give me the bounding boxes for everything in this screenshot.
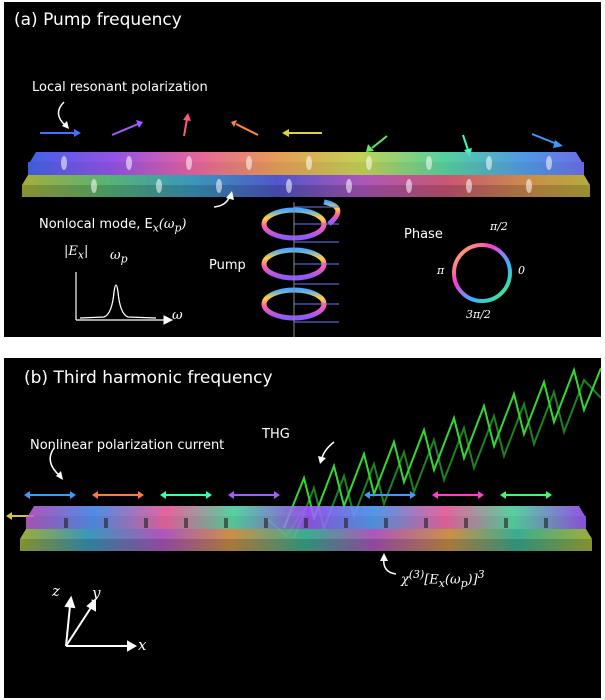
pump-field-arrows: [293, 202, 339, 337]
panel-pump-frequency: (a) Pump frequency Local resonant polari…: [4, 2, 601, 337]
phase-color-wheel: [452, 243, 512, 303]
pointer-arrow-current: [49, 447, 61, 477]
phase-label: Phase: [404, 227, 443, 242]
axis-z-label: z: [52, 582, 60, 600]
phase-tick-top: π/2: [490, 220, 508, 233]
polarization-current-arrows: [6, 491, 552, 520]
panel-b-title: (b) Third harmonic frequency: [24, 368, 273, 388]
polarization-arrow: [531, 133, 558, 145]
pump-helix: [261, 199, 341, 321]
inset-peak-label: ωp: [110, 248, 128, 266]
phase-tick-left: π: [437, 264, 445, 277]
phase-tick-right: 0: [518, 264, 525, 277]
polarization-arrow: [111, 123, 139, 136]
polarization-arrow: [183, 118, 188, 137]
panel-a-title: (a) Pump frequency: [14, 10, 182, 30]
axes-triad: [64, 595, 138, 652]
panel-third-harmonic: (b) Third harmonic frequency THG Nonline…: [4, 358, 601, 698]
pump-label: Pump: [209, 258, 246, 273]
pump-diagram: [22, 101, 590, 337]
phase-tick-bottom: 3π/2: [466, 308, 491, 321]
pointer-arrow-local: [57, 101, 67, 127]
inset-y-axis-label: |Ex|: [64, 244, 89, 262]
local-polarization-arrows: [40, 113, 563, 157]
polarization-arrow: [235, 123, 259, 136]
polarization-arrow: [371, 135, 388, 149]
axis-y-label: y: [92, 584, 101, 602]
chi-expression: χ(3)[Ex(ωp)]3: [401, 568, 485, 590]
axis-x-label: x: [138, 636, 147, 654]
waveguide-bar-thg: [20, 506, 592, 551]
local-polarization-label: Local resonant polarization: [32, 80, 208, 95]
thg-label: THG: [262, 427, 290, 442]
inset-x-axis-label: ω: [172, 308, 183, 323]
polarization-arrow: [462, 134, 469, 151]
polarization-current-label: Nonlinear polarization current: [30, 438, 225, 453]
inset-spectrum-plot: [75, 272, 174, 325]
thg-diagram: [6, 366, 601, 652]
waveguide-bar: [22, 152, 590, 197]
resonance-peak-curve: [79, 284, 157, 319]
pointer-arrow-thg: [321, 441, 335, 459]
nonlocal-mode-label: Nonlocal mode, Ex(ωp): [39, 217, 187, 235]
